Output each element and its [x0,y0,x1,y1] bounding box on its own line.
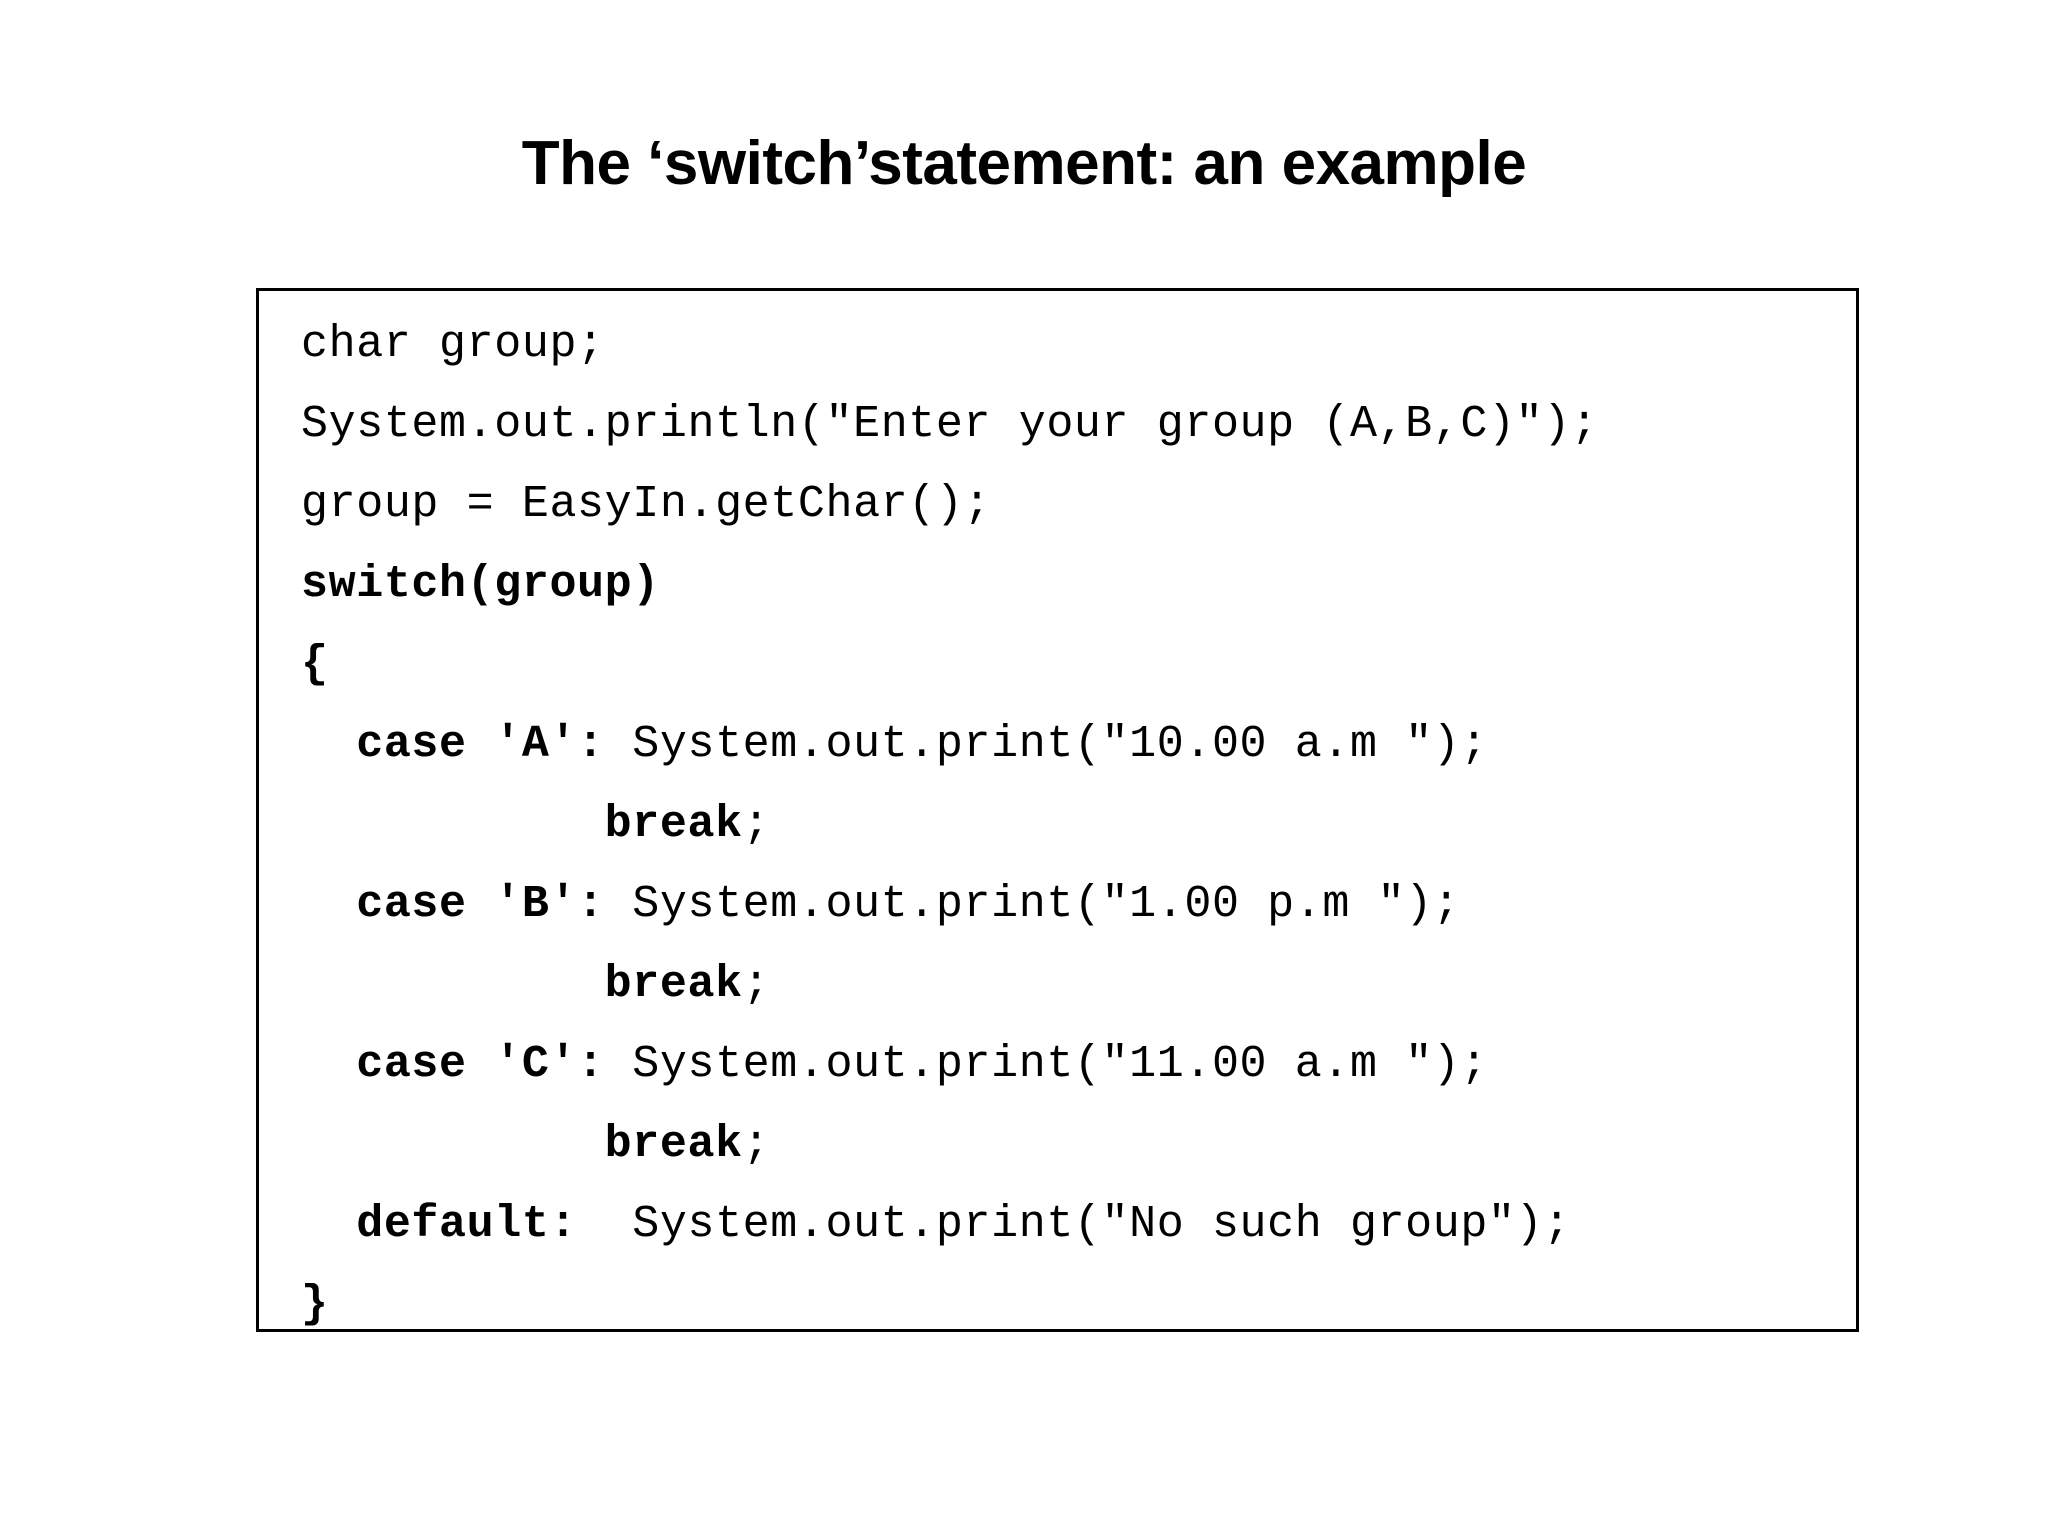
code-token-plain: System.out.print("11.00 a.m "); [632,1039,1489,1090]
code-example-box: char group; System.out.println("Enter you… [256,288,1859,1332]
code-token-plain: char group; [301,319,605,370]
code-line: break; [301,785,1856,865]
code-token-keyword: break [301,799,743,850]
code-token-keyword: case 'A': [301,719,633,770]
page-title: The ‘switch’statement: an example [521,129,1527,198]
code-token-plain: ; [742,959,771,1010]
code-token-keyword: } [301,1279,329,1330]
code-line: System.out.println("Enter your group (A,… [301,385,1856,465]
code-token-keyword: case 'B': [301,879,633,930]
code-listing: char group; System.out.println("Enter you… [301,305,1856,1330]
code-line: case 'A': System.out.print("10.00 a.m ")… [301,705,1856,785]
code-token-plain: group = EasyIn.getChar(); [301,479,992,530]
code-token-plain: System.out.println("Enter your group (A,… [301,399,1599,450]
code-line: switch(group) [301,545,1856,625]
code-line: group = EasyIn.getChar(); [301,465,1856,545]
code-token-plain: ; [742,799,771,850]
code-token-keyword: break [301,959,743,1010]
code-line: break; [301,945,1856,1025]
code-line: char group; [301,305,1856,385]
code-token-keyword: break [301,1119,743,1170]
code-token-keyword: { [301,639,329,690]
code-token-plain: System.out.print("1.00 p.m "); [632,879,1461,930]
code-token-keyword: default: [301,1199,605,1250]
code-token-plain: System.out.print("No such group"); [604,1199,1571,1250]
code-token-keyword: case 'C': [301,1039,633,1090]
code-line: case 'C': System.out.print("11.00 a.m ")… [301,1025,1856,1105]
code-line: case 'B': System.out.print("1.00 p.m "); [301,865,1856,945]
code-line: { [301,625,1856,705]
code-token-keyword: switch(group) [301,559,660,610]
code-line: default: System.out.print("No such group… [301,1185,1856,1265]
code-line: break; [301,1105,1856,1185]
code-line: } [301,1265,1856,1330]
code-token-plain: ; [742,1119,771,1170]
code-token-plain: System.out.print("10.00 a.m "); [632,719,1489,770]
